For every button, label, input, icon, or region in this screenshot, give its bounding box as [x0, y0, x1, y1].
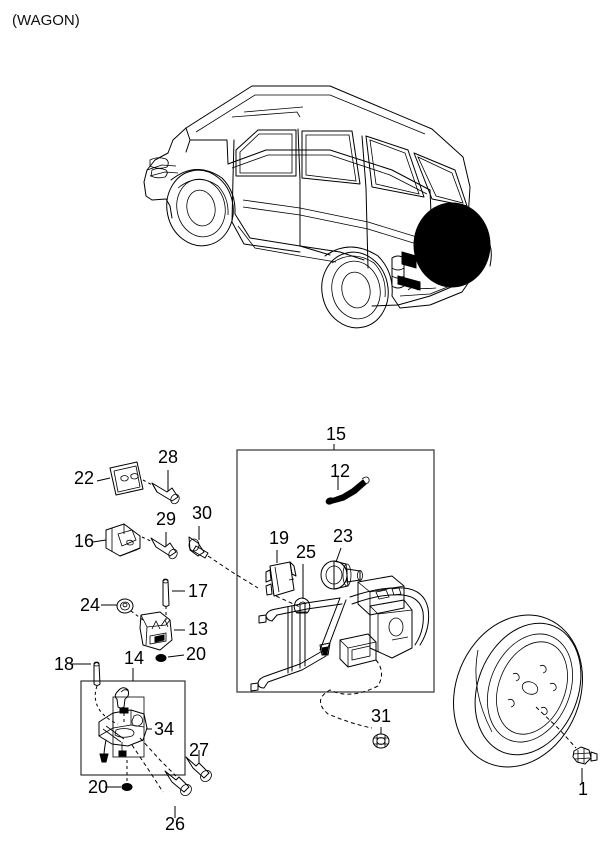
carrier-frame-structure — [250, 575, 430, 729]
part-28-bolt — [142, 470, 180, 505]
callout-number-34: 34 — [154, 719, 175, 739]
part-27-bolt — [185, 750, 212, 783]
part-31-nut — [372, 727, 390, 749]
vehicle-illustration — [143, 85, 492, 329]
callout-number-30: 30 — [192, 503, 213, 523]
part-18-pin — [70, 661, 119, 725]
callout-number-22: 22 — [74, 468, 95, 488]
callout-number-23: 23 — [333, 526, 354, 546]
callout-number-31: 31 — [371, 706, 392, 726]
callout-number-14: 14 — [124, 648, 145, 668]
variant-title: (WAGON) — [12, 12, 80, 29]
callout-number-12: 12 — [330, 461, 351, 481]
part-1-wheel-nut — [535, 706, 598, 783]
callout-number-16: 16 — [74, 531, 95, 551]
callout-number-29: 29 — [156, 509, 177, 529]
part-20-nut-lower — [105, 760, 133, 791]
callout-number-18: 18 — [54, 654, 75, 674]
part-24-grommet — [101, 598, 144, 621]
part-34-latch-body — [98, 687, 177, 793]
callout-number-28: 28 — [158, 447, 179, 467]
carrier-assembly-frame — [236, 449, 435, 693]
part-16-hinge-bracket — [92, 523, 141, 557]
callout-number-20-upper: 20 — [186, 644, 207, 664]
callout-number-25: 25 — [296, 542, 317, 562]
part-12-hold-down-rod — [325, 476, 370, 505]
part-20-nut-upper — [155, 654, 185, 662]
callout-number-15: 15 — [326, 424, 347, 444]
callout-number-26: 26 — [165, 814, 186, 834]
part-23-bushing-stopper — [320, 547, 363, 590]
callout-number-13: 13 — [188, 619, 209, 639]
part-29-bolt — [141, 532, 178, 560]
callout-number-27: 27 — [189, 740, 210, 760]
part-22-cover-plate — [96, 461, 144, 496]
part-13-striker-bracket — [139, 611, 185, 651]
spare-wheel — [453, 614, 583, 768]
part-17-pin — [162, 578, 185, 620]
part-30-bolt — [188, 526, 259, 589]
callout-number-17: 17 — [188, 581, 209, 601]
part-19-cushion-pad — [265, 550, 301, 608]
callout-number-19: 19 — [269, 528, 290, 548]
callout-number-24: 24 — [80, 595, 101, 615]
callout-number-1: 1 — [578, 779, 589, 799]
callout-number-20-lower: 20 — [88, 777, 109, 797]
part-26-bolt — [164, 770, 192, 818]
